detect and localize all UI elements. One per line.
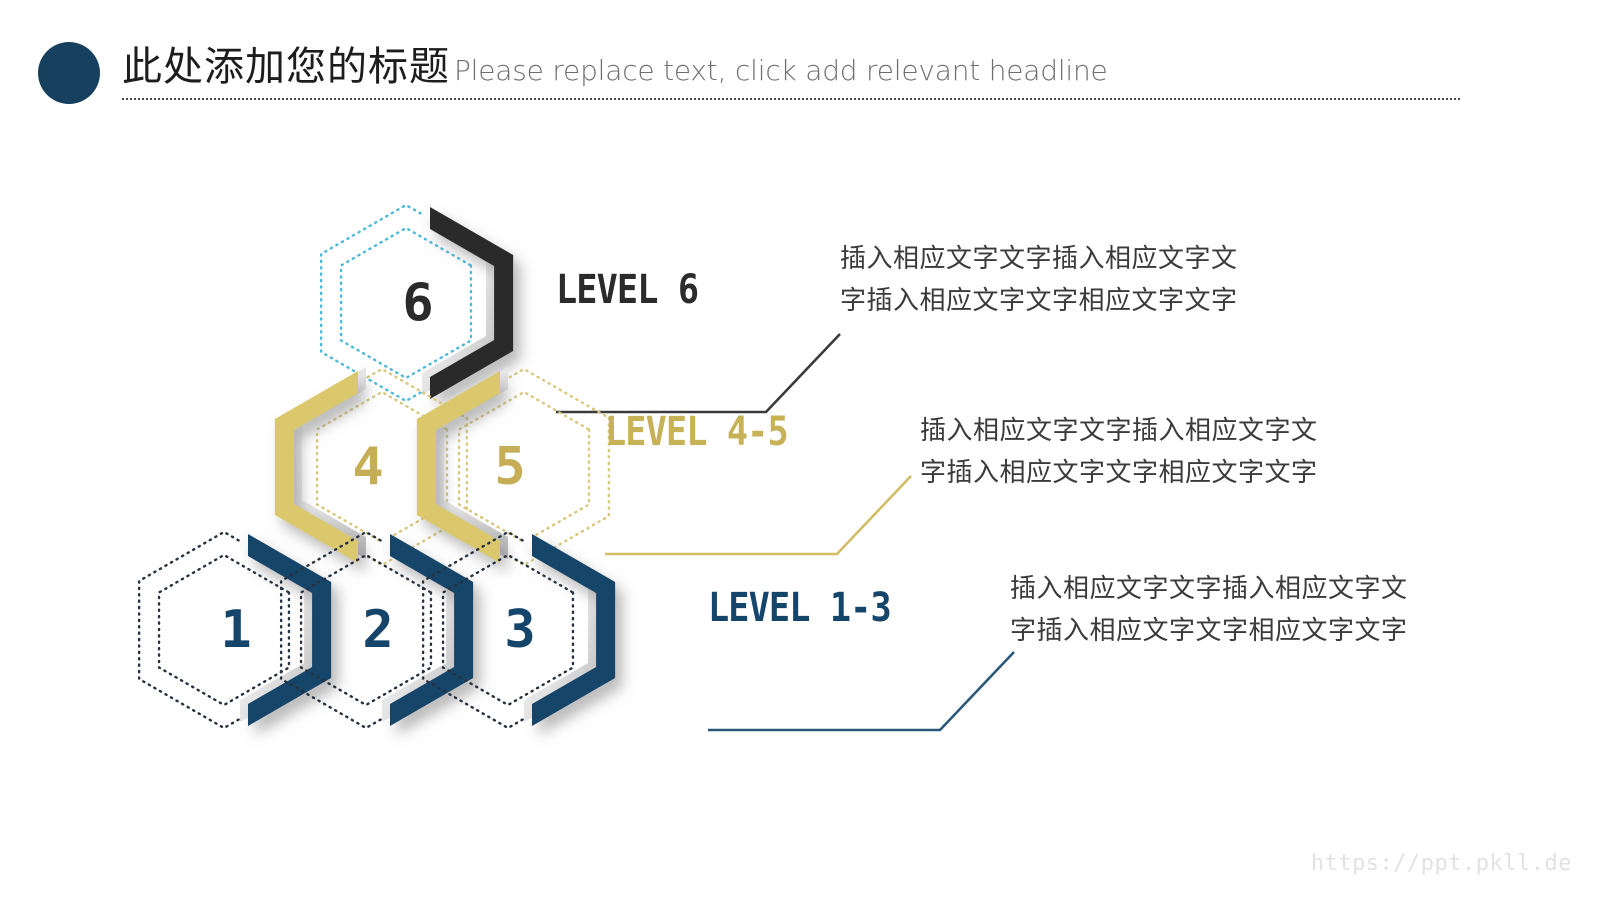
hex-solid-band: [416, 371, 500, 563]
hex-dotted-outline-inner: [299, 553, 433, 707]
header-divider: [122, 98, 1460, 100]
hex-solid-band: [390, 534, 474, 726]
body-text-level-6: 插入相应文字文字插入相应文字文字插入相应文字文字相应文字文字: [840, 238, 1238, 322]
body-text-line2: 字插入相应文字文字相应文字文字: [920, 458, 1318, 488]
hexagon-3[interactable]: 3: [421, 525, 632, 735]
hex-dotted-outline-inner: [457, 390, 591, 544]
page-title: 此处添加您的标题 Please replace text, click add …: [122, 44, 1108, 94]
page-title-cn: 此处添加您的标题: [122, 44, 450, 90]
body-text-line1: 插入相应文字文字插入相应文字文: [840, 244, 1238, 274]
body-text-line1: 插入相应文字文字插入相应文字文: [1010, 574, 1408, 604]
hex-dotted-outline-inner: [315, 390, 449, 544]
page-title-en: Please replace text, click add relevant …: [454, 54, 1108, 87]
level-label-level-1-3: LEVEL 1-3: [708, 585, 892, 631]
connector-line: [605, 475, 912, 556]
hex-solid-band: [532, 534, 616, 726]
hex-solid-band: [274, 371, 358, 563]
hex-dotted-outline-inner: [339, 226, 473, 380]
page-header: 此处添加您的标题 Please replace text, click add …: [0, 0, 1600, 112]
body-text-level-4-5: 插入相应文字文字插入相应文字文字插入相应文字文字相应文字文字: [920, 410, 1318, 494]
body-text-line2: 字插入相应文字文字相应文字文字: [1010, 616, 1408, 646]
hex-dotted-outline-inner: [441, 553, 575, 707]
level-label-level-6: LEVEL 6: [556, 267, 699, 313]
hex-solid-band: [248, 534, 332, 726]
connector-line: [556, 333, 841, 414]
level-block-level-6: LEVEL 6: [556, 267, 841, 414]
watermark-url: https://ppt.pkll.de: [1310, 851, 1572, 876]
filled-circle-icon: [38, 42, 100, 104]
hex-dotted-outline-inner: [157, 553, 291, 707]
body-text-level-1-3: 插入相应文字文字插入相应文字文字插入相应文字文字相应文字文字: [1010, 568, 1408, 652]
level-block-level-1-3: LEVEL 1-3: [708, 585, 1015, 732]
level-label-level-4-5: LEVEL 4-5: [605, 409, 789, 455]
body-text-line2: 字插入相应文字文字相应文字文字: [840, 286, 1238, 316]
level-block-level-4-5: LEVEL 4-5: [605, 409, 912, 556]
hex-solid-band: [430, 207, 514, 399]
body-text-line1: 插入相应文字文字插入相应文字文: [920, 416, 1318, 446]
connector-line: [708, 651, 1015, 732]
